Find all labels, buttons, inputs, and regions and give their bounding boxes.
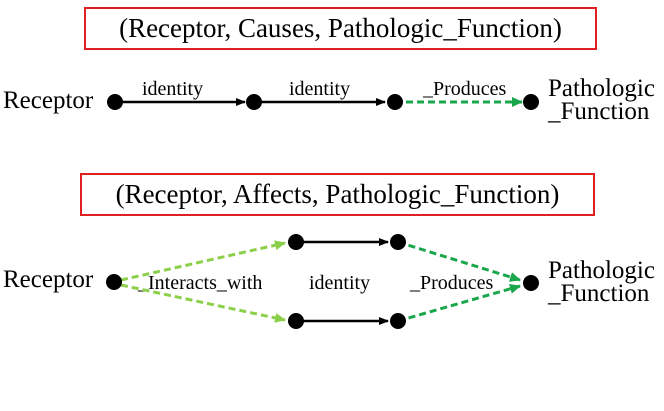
bottom-node-lower-2 bbox=[390, 313, 406, 329]
bottom-node-pathologic-function bbox=[523, 275, 539, 291]
top-edge-label-identity-1: identity bbox=[142, 78, 204, 100]
bottom-node-upper-1 bbox=[288, 234, 304, 250]
bottom-edge-label-identity: identity bbox=[309, 272, 371, 294]
top-target-label-line1: Pathologic bbox=[548, 75, 655, 102]
bottom-node-upper-2 bbox=[390, 234, 406, 250]
bottom-edge-produces-upper bbox=[397, 240, 521, 282]
top-node-intermediate-1 bbox=[246, 94, 262, 110]
bottom-target-label-line2: _Function bbox=[548, 280, 650, 307]
top-node-receptor bbox=[107, 94, 123, 110]
bottom-edge-interacts-upper bbox=[120, 240, 286, 282]
bottom-node-lower-1 bbox=[288, 313, 304, 329]
bottom-source-label: Receptor bbox=[3, 266, 94, 293]
top-edge-label-identity-2: identity bbox=[289, 78, 351, 100]
top-edge-label-produces: _Produces bbox=[423, 78, 507, 100]
bottom-edge-label-interacts-with: _Interacts_with bbox=[138, 272, 263, 294]
top-node-pathologic-function bbox=[523, 94, 539, 110]
bottom-edge-produces-lower bbox=[397, 283, 521, 323]
bottom-target-label-line1: Pathologic bbox=[548, 257, 655, 284]
bottom-relation-title: (Receptor, Affects, Pathologic_Function) bbox=[80, 173, 595, 216]
bottom-edge-label-produces: _Produces bbox=[410, 272, 494, 294]
top-source-label: Receptor bbox=[3, 87, 94, 114]
top-target-label-line2: _Function bbox=[548, 98, 650, 125]
top-relation-title: (Receptor, Causes, Pathologic_Function) bbox=[84, 7, 597, 50]
bottom-edge-interacts-lower bbox=[120, 283, 286, 323]
top-node-intermediate-2 bbox=[387, 94, 403, 110]
bottom-node-receptor bbox=[106, 274, 122, 290]
